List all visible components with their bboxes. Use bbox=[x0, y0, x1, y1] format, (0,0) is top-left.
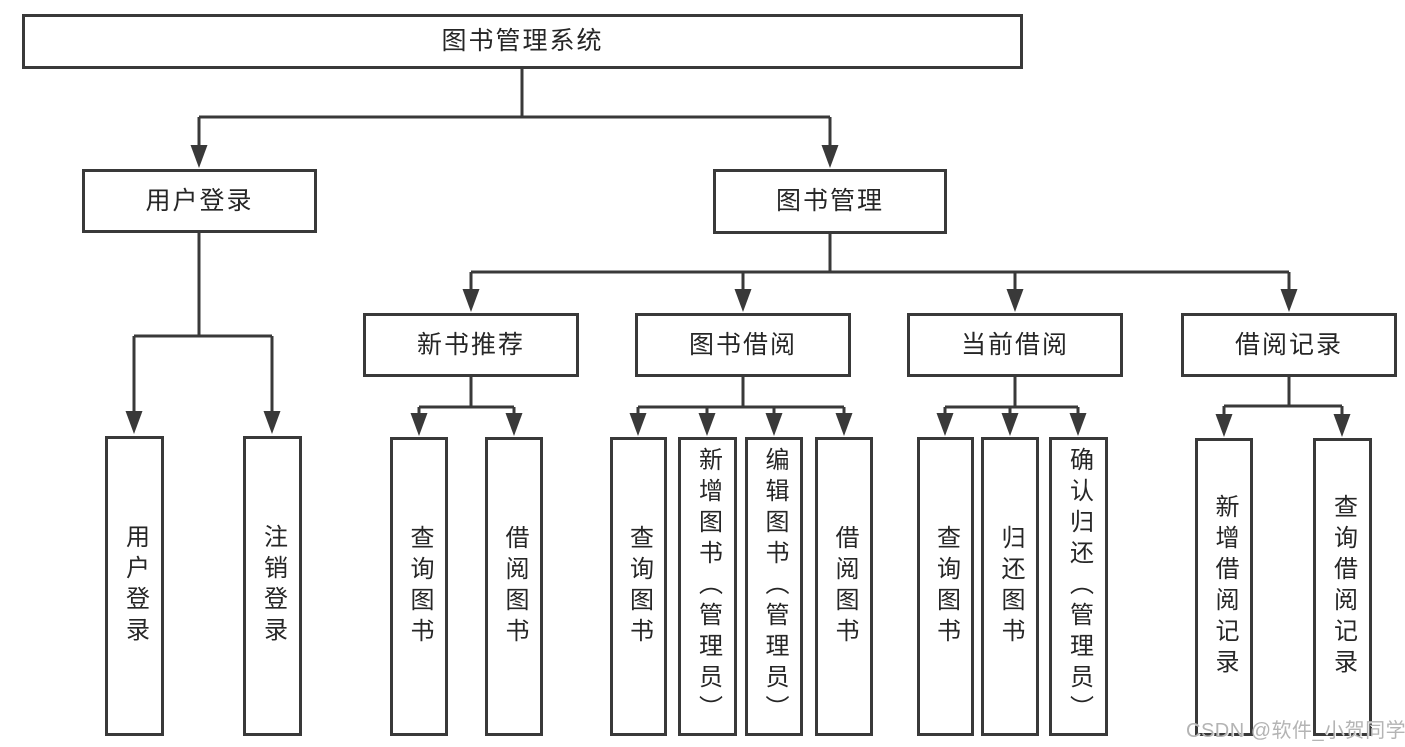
leaf-query-borrow-record: 查询借阅记录 bbox=[1313, 438, 1372, 736]
node-current-borrow: 当前借阅 bbox=[907, 313, 1123, 377]
node-new-book-recommend: 新书推荐 bbox=[363, 313, 579, 377]
node-book-borrow: 图书借阅 bbox=[635, 313, 851, 377]
leaf-query-books-recommend: 查询图书 bbox=[390, 437, 448, 736]
leaf-query-books-current: 查询图书 bbox=[917, 437, 974, 736]
node-user-login: 用户登录 bbox=[82, 169, 317, 233]
arrowheads bbox=[125, 145, 1351, 437]
leaf-edit-book-admin: 编辑图书（管理员） bbox=[745, 437, 803, 736]
node-library-system: 图书管理系统 bbox=[22, 14, 1023, 69]
watermark-csdn: CSDN @软件_小贺同学 bbox=[1186, 720, 1405, 742]
leaf-borrow-books-recommend: 借阅图书 bbox=[485, 437, 543, 736]
node-book-management: 图书管理 bbox=[713, 169, 947, 234]
node-borrow-records: 借阅记录 bbox=[1181, 313, 1397, 377]
leaf-add-borrow-record: 新增借阅记录 bbox=[1195, 438, 1253, 736]
leaf-user-login: 用户登录 bbox=[105, 436, 164, 736]
leaf-borrow-books: 借阅图书 bbox=[815, 437, 873, 736]
leaf-confirm-return-admin: 确认归还（管理员） bbox=[1049, 437, 1108, 736]
leaf-query-books-borrow: 查询图书 bbox=[610, 437, 667, 736]
leaf-logout-login: 注销登录 bbox=[243, 436, 302, 736]
leaf-add-book-admin: 新增图书（管理员） bbox=[678, 437, 737, 736]
leaf-return-book: 归还图书 bbox=[981, 437, 1039, 736]
